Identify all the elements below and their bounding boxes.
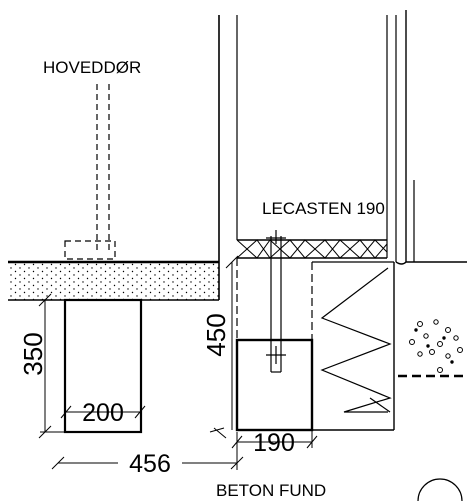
lower-foundation — [236, 258, 395, 431]
dim-footing-width: 200 — [82, 399, 124, 427]
floor-slab — [8, 260, 220, 301]
dim-foundation-width: 190 — [253, 429, 295, 457]
section-marker-circle — [417, 478, 463, 501]
dim-footing-height: 350 — [18, 332, 48, 375]
foundation-block — [235, 338, 314, 432]
anchor-bolt — [266, 230, 286, 373]
dim-foundation-depth: 450 — [201, 313, 231, 356]
footing-label: BETON FUND — [216, 481, 326, 500]
door-symbol — [64, 84, 116, 260]
door-label: HOVEDDØR — [43, 58, 141, 77]
gravel-fill — [409, 319, 463, 373]
wall-outline — [218, 10, 467, 265]
dim-horizontal-offset: 456 — [129, 450, 171, 478]
lecasten-block — [236, 239, 388, 259]
dimension-lines — [38, 255, 318, 470]
left-footing — [63, 298, 143, 434]
wall-label: LECASTEN 190 — [262, 199, 385, 218]
